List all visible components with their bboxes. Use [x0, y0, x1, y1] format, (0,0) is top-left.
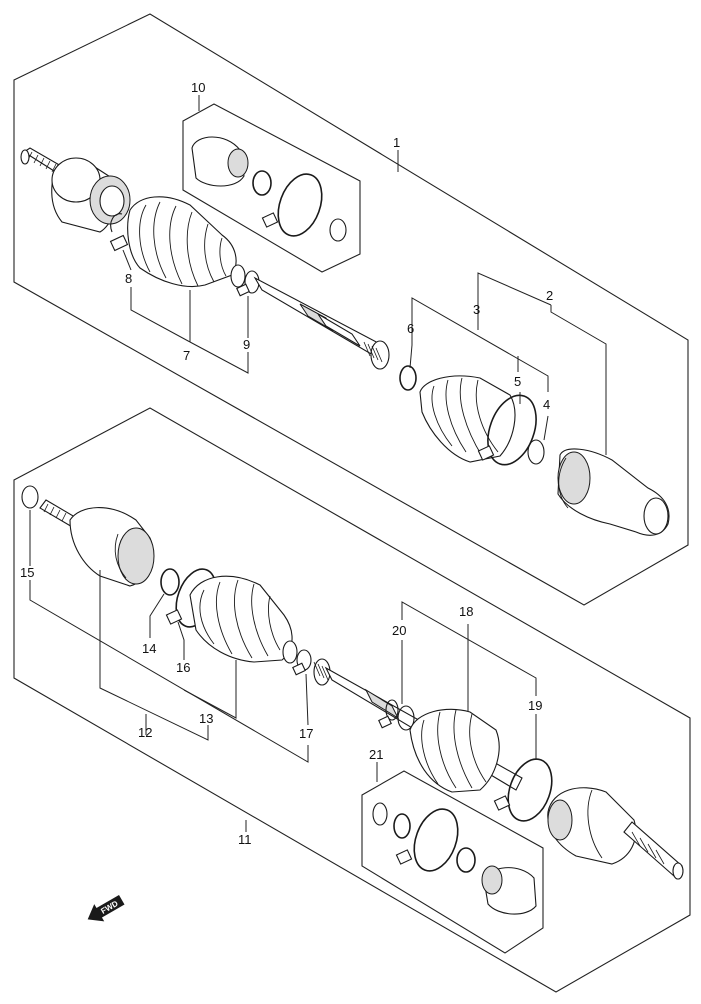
- callout-7: 7: [183, 348, 190, 363]
- boot-clamp-20: [378, 705, 415, 731]
- outer-cv-joint-lower: [547, 787, 684, 880]
- outer-joint-kit-box-21: [361, 770, 544, 954]
- callout-16: 16: [176, 660, 190, 675]
- callout-4: 4: [543, 397, 550, 412]
- boot-clamp-8: [109, 213, 129, 252]
- circlip-14: [160, 568, 180, 596]
- main-shaft-upper: [253, 276, 390, 370]
- leader-lines: [29, 95, 607, 832]
- forward-direction-arrow: FWD: [87, 894, 125, 922]
- callout-11: 11: [238, 832, 252, 847]
- callout-20: 20: [392, 623, 406, 638]
- callout-15: 15: [20, 565, 34, 580]
- callout-6: 6: [407, 321, 414, 336]
- upper-assembly-box: [13, 13, 689, 606]
- kit-21-contents: [372, 802, 537, 915]
- callout-19: 19: [528, 698, 542, 713]
- callout-1: 1: [393, 135, 400, 150]
- inner-boot-13: [189, 575, 298, 664]
- outer-boot-7: [127, 196, 246, 288]
- callout-labels: 1 2 3 4 5 6 7 8 9 10 11 12 13 14 15 16 1…: [20, 80, 553, 847]
- inner-joint-housing-12: [69, 507, 155, 587]
- callout-10: 10: [191, 80, 205, 95]
- inner-joint-housing-2: [557, 448, 670, 536]
- callout-21: 21: [369, 747, 383, 762]
- fwd-arrow-icon: [87, 894, 125, 922]
- callout-8: 8: [125, 271, 132, 286]
- callout-14: 14: [142, 641, 156, 656]
- circlip-15: [21, 485, 39, 509]
- callout-17: 17: [299, 726, 313, 741]
- boot-clamp-19: [493, 758, 553, 822]
- callout-3: 3: [473, 302, 480, 317]
- boot-clamp-5: [477, 394, 537, 466]
- lower-assembly-box: [13, 407, 691, 993]
- circlip-4: [527, 439, 545, 465]
- outer-boot-18: [409, 708, 500, 793]
- callout-12: 12: [138, 725, 152, 740]
- callout-5: 5: [514, 374, 521, 389]
- boot-clamp-17: [292, 649, 312, 676]
- inner-boot-3: [419, 375, 516, 463]
- circlip-6: [399, 365, 417, 391]
- inner-joint-kit-box-10: [182, 103, 361, 273]
- callout-18: 18: [459, 604, 473, 619]
- callout-13: 13: [199, 711, 213, 726]
- outer-cv-joint-upper: [51, 157, 131, 233]
- callout-2: 2: [546, 288, 553, 303]
- callout-9: 9: [243, 337, 250, 352]
- kit-10-contents: [191, 136, 347, 242]
